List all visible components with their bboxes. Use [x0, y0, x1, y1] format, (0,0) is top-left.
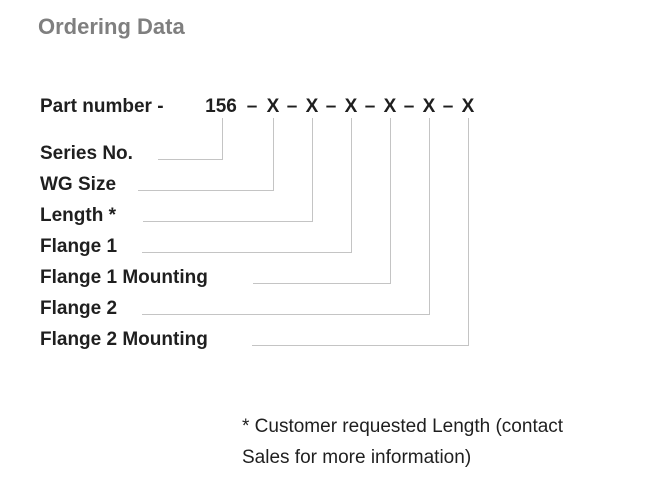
x-placeholder-3: X — [344, 96, 358, 117]
connector-series-no — [158, 118, 223, 160]
label-flange-2-mounting: Flange 2 Mounting — [40, 329, 208, 350]
connector-flange-2 — [142, 118, 430, 315]
label-flange-1-mounting: Flange 1 Mounting — [40, 267, 208, 288]
label-series-no: Series No. — [40, 143, 133, 164]
footnote-line-2: Sales for more information) — [242, 447, 472, 468]
connector-flange-1-mounting — [253, 118, 391, 284]
x-placeholder-4: X — [383, 96, 397, 117]
connector-flange-1 — [142, 118, 352, 253]
connector-length — [143, 118, 313, 222]
dash-separator: – — [325, 96, 337, 117]
label-length: Length * — [40, 205, 116, 226]
footnote: * Customer requested Length (contact Sal… — [242, 411, 563, 473]
x-placeholder-1: X — [266, 96, 280, 117]
label-flange-2: Flange 2 — [40, 298, 118, 319]
dash-separator: – — [403, 96, 415, 117]
dash-separator: – — [286, 96, 298, 117]
dash-separator: – — [364, 96, 376, 117]
x-placeholder-2: X — [305, 96, 319, 117]
part-number-prefix: Part number - — [40, 96, 164, 117]
x-placeholder-5: X — [422, 96, 436, 117]
dash-separator: – — [246, 96, 258, 117]
series-number-value: 156 — [205, 96, 237, 117]
section-title: Ordering Data — [38, 14, 185, 39]
x-placeholder-6: X — [461, 96, 475, 117]
label-flange-1: Flange 1 — [40, 236, 118, 257]
connector-wg-size — [138, 118, 274, 191]
label-wg-size: WG Size — [40, 174, 117, 195]
footnote-line-1: * Customer requested Length (contact — [242, 416, 564, 437]
dash-separator: – — [442, 96, 454, 117]
connector-flange-2-mounting — [252, 118, 469, 346]
